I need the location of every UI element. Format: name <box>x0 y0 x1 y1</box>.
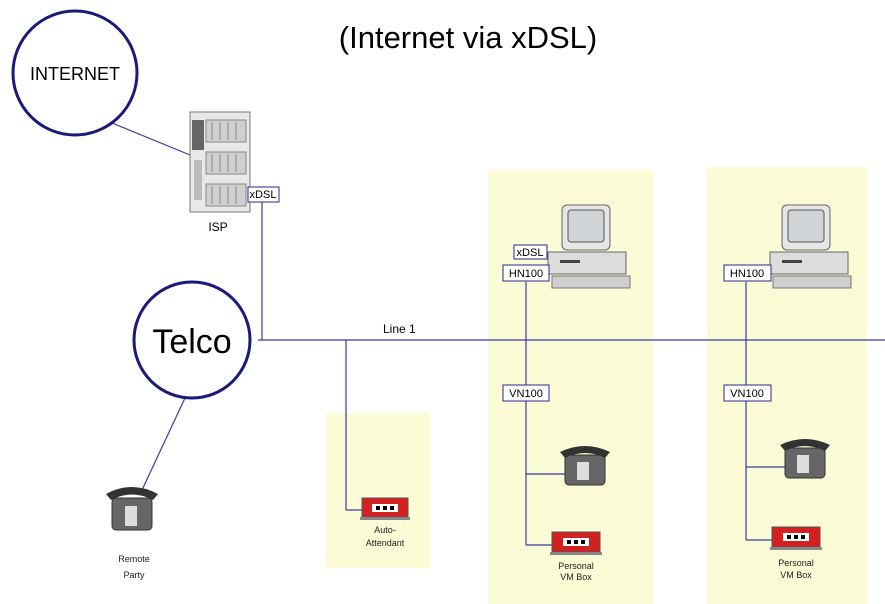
svg-text:HN100: HN100 <box>730 268 764 280</box>
pc1-hn100-tag: HN100 <box>502 264 550 282</box>
svg-text:xDSL: xDSL <box>517 247 544 259</box>
diagram-title: (Internet via xDSL) <box>339 20 597 55</box>
isp-label: ISP <box>208 220 227 234</box>
vm-box-icon-1 <box>550 531 602 555</box>
svg-text:VN100: VN100 <box>509 388 543 400</box>
internet-node: INTERNET <box>11 9 139 137</box>
auto-attendant-icon <box>360 497 410 520</box>
auto-attendant-label-a: Auto- <box>374 525 396 535</box>
phone-icon-remote <box>106 487 158 531</box>
remote-party-label-b: Party <box>123 570 145 580</box>
svg-text:VN100: VN100 <box>730 388 764 400</box>
vm-box-2-label-a: Personal <box>778 558 814 568</box>
phone-icon-2 <box>780 439 830 479</box>
pc2-vn100-tag: VN100 <box>723 384 772 402</box>
phone-icon-1 <box>560 446 610 486</box>
line-1-label: Line 1 <box>383 322 416 336</box>
internet-label: INTERNET <box>30 64 120 84</box>
wire-telco-remote <box>141 397 186 491</box>
svg-text:HN100: HN100 <box>509 268 543 280</box>
computer-icon-2 <box>769 204 852 289</box>
vm-box-icon-2 <box>770 526 822 550</box>
wire-internet-isp <box>99 117 191 156</box>
computer-icon-1 <box>547 204 631 289</box>
vm-box-2-label-b: VM Box <box>780 570 812 580</box>
telco-node: Telco <box>132 280 252 400</box>
pc1-xdsl-tag: xDSL <box>513 244 548 260</box>
vm-box-1-label-a: Personal <box>558 561 594 571</box>
auto-attendant-label-b: Attendant <box>366 538 405 548</box>
remote-party-label-a: Remote <box>118 554 150 564</box>
zone-auto-attendant <box>326 413 430 568</box>
isp-xdsl-tag: xDSL <box>247 186 280 203</box>
telco-label: Telco <box>152 323 231 361</box>
isp-server: ISP <box>189 111 251 234</box>
vm-box-1-label-b: VM Box <box>560 572 592 582</box>
pc1-vn100-tag: VN100 <box>502 384 550 402</box>
svg-text:xDSL: xDSL <box>250 189 277 201</box>
pc2-hn100-tag: HN100 <box>723 264 772 282</box>
